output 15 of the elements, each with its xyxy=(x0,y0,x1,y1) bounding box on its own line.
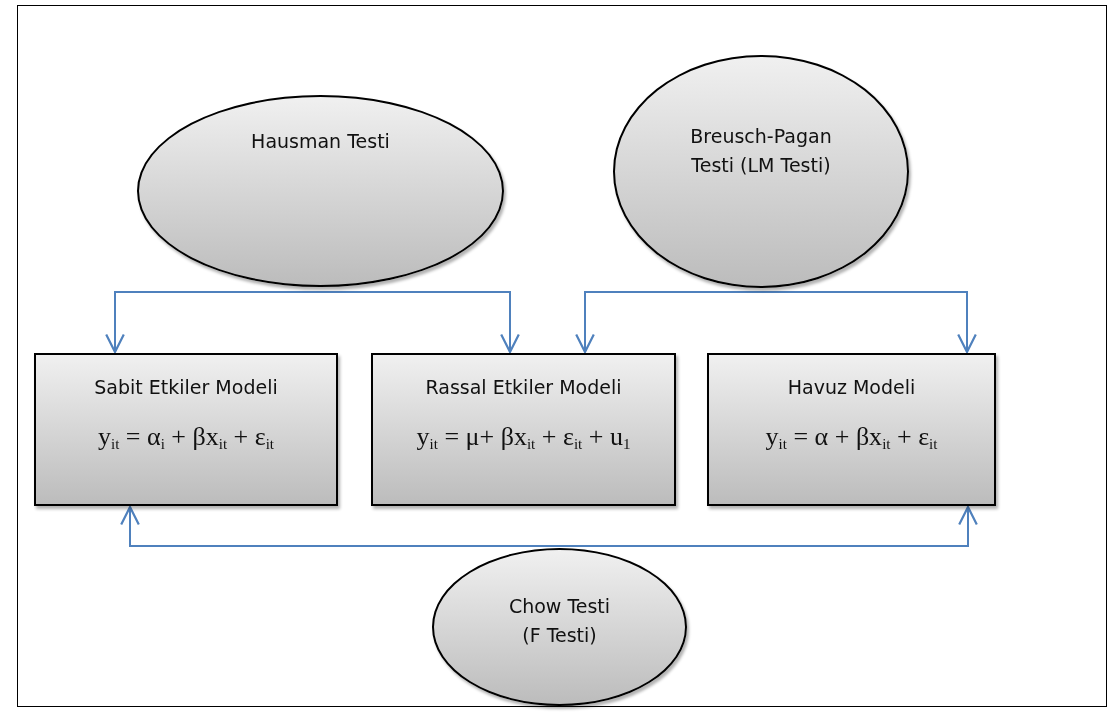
bracket-arrow xyxy=(105,291,520,354)
node-title: Havuz Modeli xyxy=(787,375,916,400)
bracket-arrow xyxy=(575,291,977,354)
node-title: Hausman Testi xyxy=(251,129,390,154)
model-box xyxy=(707,353,996,506)
model-box xyxy=(34,353,338,506)
bracket-arrow xyxy=(120,505,978,547)
formula: y$_{it}$ = μ+ βx$_{it}$ + ε$_{it}$ + u$_{1}$ xyxy=(416,421,631,453)
node-title: Rassal Etkiler Modeli xyxy=(425,375,622,400)
node-title: Chow Testi (F Testi) xyxy=(507,594,612,648)
node-title: Breusch-Pagan Testi (LM Testi) xyxy=(689,124,833,178)
model-box xyxy=(371,353,676,506)
formula: y$_{it}$ = α$_{i}$ + βx$_{it}$ + ε$_{it}$ xyxy=(98,421,274,453)
node-title: Sabit Etkiler Modeli xyxy=(94,375,278,400)
formula: y$_{it}$ = α + βx$_{it}$ + ε$_{it}$ xyxy=(765,421,938,453)
